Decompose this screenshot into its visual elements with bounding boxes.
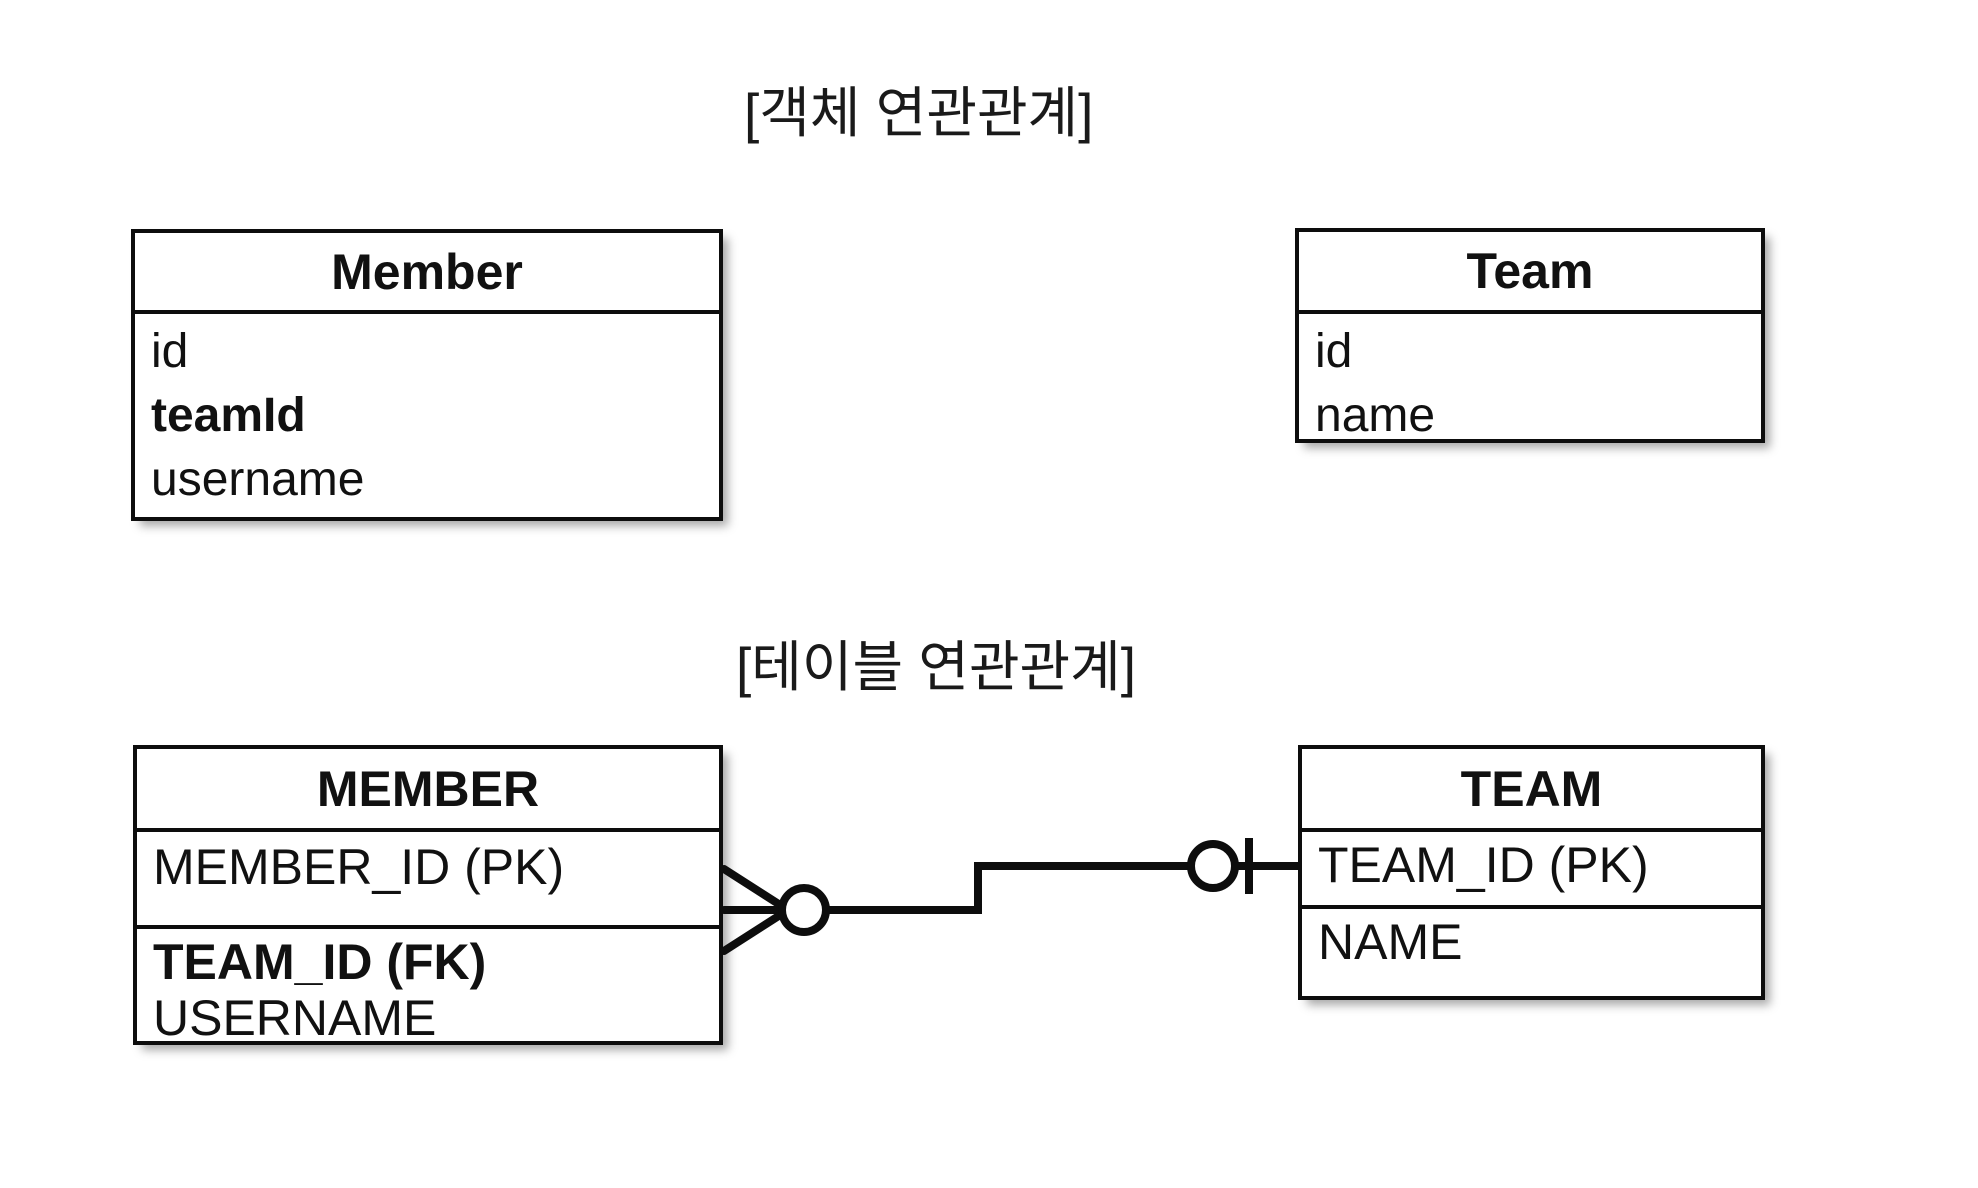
column-member-id-pk: MEMBER_ID (PK) <box>153 839 565 895</box>
column-team-id-pk: TEAM_ID (PK) <box>1318 837 1649 893</box>
column-member-username: USERNAME <box>153 990 437 1046</box>
entity-member-object[interactable]: Member id teamId username <box>131 229 723 521</box>
field-team-id: id <box>1315 325 1353 378</box>
entity-team-object-fields: id name <box>1299 310 1761 442</box>
entity-member-table[interactable]: MEMBER MEMBER_ID (PK) TEAM_ID (FK) USERN… <box>133 745 723 1045</box>
connector-path <box>808 862 1200 914</box>
entity-team-table[interactable]: TEAM TEAM_ID (PK) NAME <box>1298 745 1765 1000</box>
table-model-section-title: [테이블 연관관계] <box>736 636 1137 698</box>
entity-member-table-title: MEMBER <box>316 760 540 817</box>
column-member-team-id-fk: TEAM_ID (FK) <box>153 934 487 990</box>
entity-team-object-title: Team <box>1466 243 1594 299</box>
crowsfoot-optional-circle-member <box>778 884 830 936</box>
field-member-id: id <box>151 325 189 378</box>
entity-member-object-title: Member <box>331 243 523 300</box>
object-model-section-title: [객체 연관관계] <box>744 82 1094 144</box>
crowsfoot-optional-circle-team <box>1187 840 1239 892</box>
column-team-name: NAME <box>1318 914 1463 970</box>
entity-team-table-title: TEAM <box>1460 760 1603 817</box>
entity-member-table-columns-section: TEAM_ID (FK) USERNAME <box>137 925 719 1046</box>
entity-member-table-pk-section: MEMBER_ID (PK) <box>137 828 719 925</box>
entity-team-table-columns-section: NAME <box>1302 905 1761 996</box>
entity-team-table-pk-section: TEAM_ID (PK) <box>1302 828 1761 905</box>
field-member-username: username <box>151 453 365 506</box>
field-team-name: name <box>1315 389 1436 442</box>
field-member-teamid: teamId <box>151 389 306 442</box>
entity-team-object[interactable]: Team id name <box>1295 228 1765 443</box>
entity-member-object-fields: id teamId username <box>135 310 719 517</box>
crowsfoot-many-marker <box>720 865 792 955</box>
